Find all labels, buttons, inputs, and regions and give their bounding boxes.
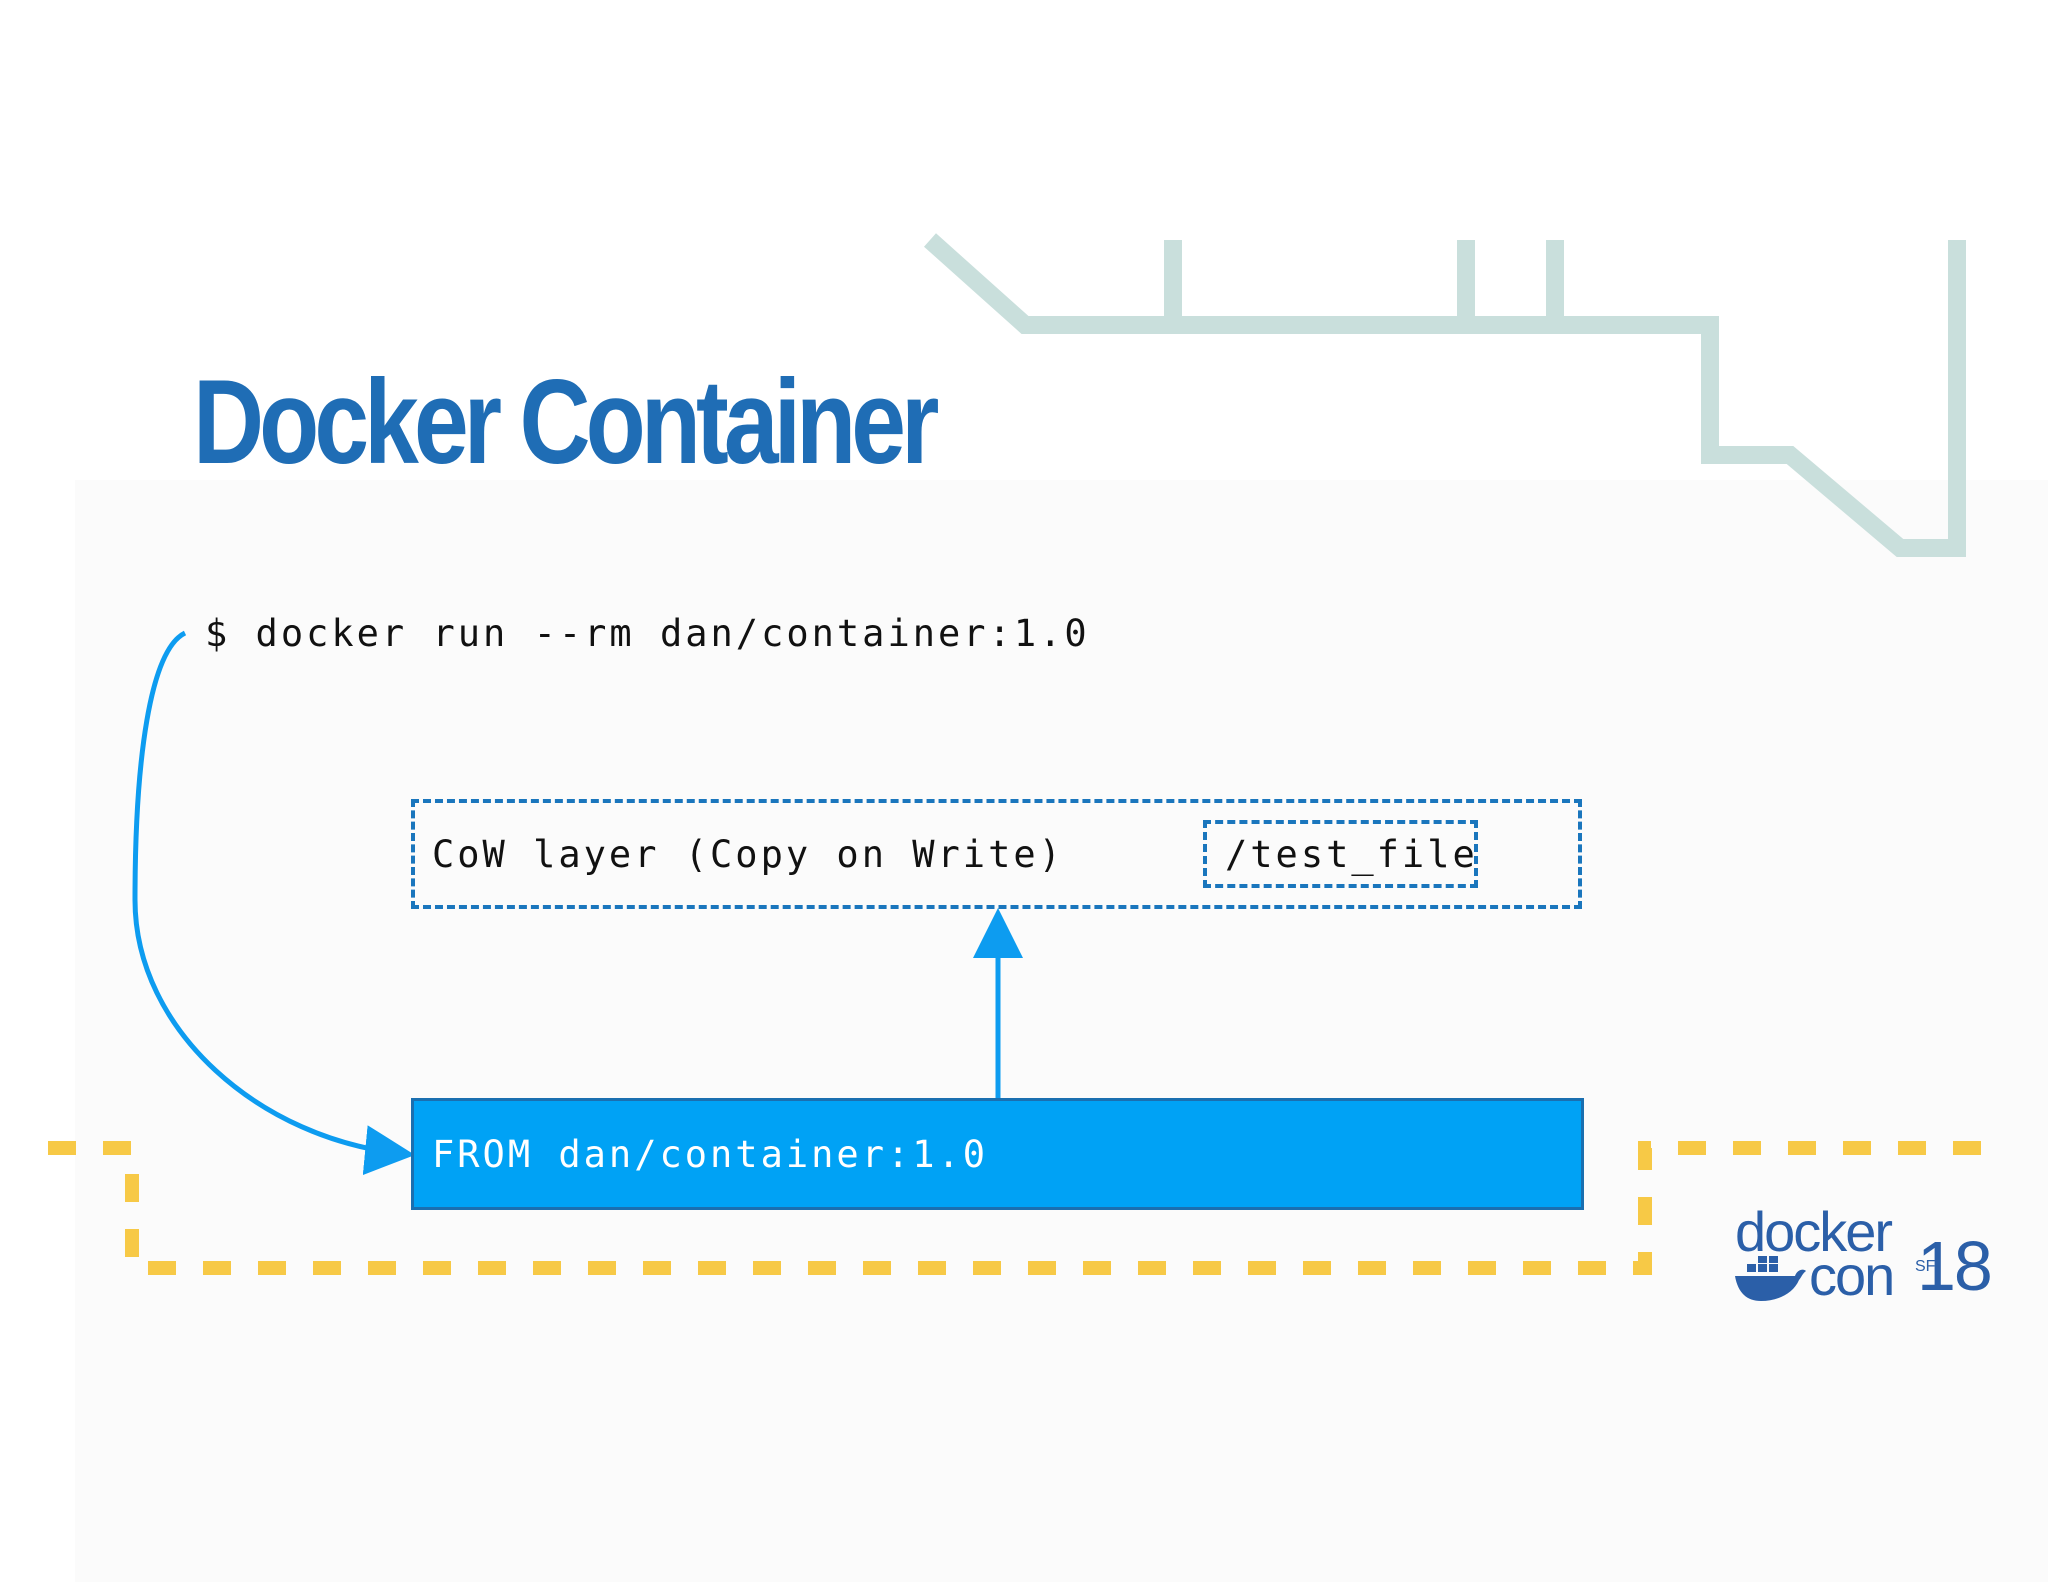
cow-layer-label: CoW layer (Copy on Write) [432, 833, 1064, 876]
dockercon-logo: docker con SF 18 [1731, 1202, 1993, 1308]
yellow-dashed-path [48, 1141, 2000, 1275]
logo-year: 18 [1917, 1227, 1993, 1305]
base-image-layer [411, 1098, 1584, 1210]
docker-run-command: $ docker run --rm dan/container:1.0 [205, 612, 1090, 655]
base-image-label: FROM dan/container:1.0 [432, 1133, 989, 1176]
logo-con-text: con [1809, 1244, 1895, 1307]
logo-city: SF [1915, 1258, 1936, 1275]
decorative-pipes [923, 233, 1966, 557]
test-file-label: /test_file [1225, 833, 1478, 876]
test-file-box [1203, 820, 1478, 888]
slide-background [75, 480, 2048, 1582]
docker-whale-icon [1735, 1256, 1806, 1301]
logo-docker-text: docker [1735, 1200, 1893, 1263]
run-arrow [132, 630, 415, 1176]
page-title: Docker Container [193, 355, 939, 489]
cow-layer-box [411, 799, 1582, 909]
